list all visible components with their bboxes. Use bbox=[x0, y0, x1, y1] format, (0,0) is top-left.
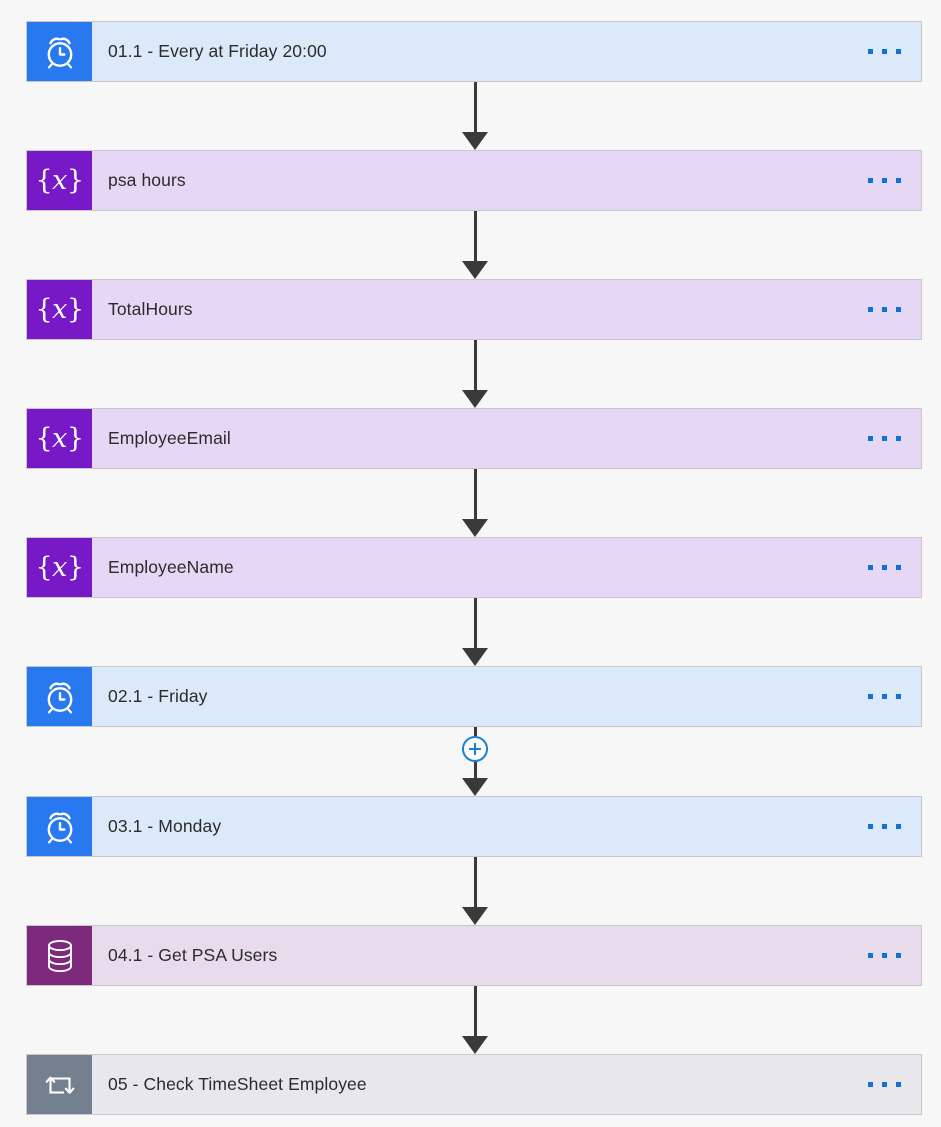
arrow-head-icon bbox=[462, 132, 488, 150]
more-options-icon[interactable] bbox=[858, 430, 903, 447]
flow-step-title: 01.1 - Every at Friday 20:00 bbox=[108, 41, 327, 61]
flow-step-body: 02.1 - Friday bbox=[92, 667, 921, 726]
connector-line bbox=[473, 986, 477, 1037]
flow-step-card[interactable]: {x} EmployeeName bbox=[26, 537, 922, 598]
more-options-icon[interactable] bbox=[858, 688, 903, 705]
flow-step-body: EmployeeEmail bbox=[92, 409, 921, 468]
flow-step-title: 02.1 - Friday bbox=[108, 686, 208, 706]
more-options-icon[interactable] bbox=[858, 172, 903, 189]
loop-repeat-icon bbox=[27, 1055, 92, 1114]
arrow-head-icon bbox=[462, 907, 488, 925]
flow-step-card[interactable]: 02.1 - Friday bbox=[26, 666, 922, 727]
connector-arrow bbox=[459, 211, 491, 279]
alarm-clock-icon bbox=[27, 667, 92, 726]
flow-step-body: 05 - Check TimeSheet Employee bbox=[92, 1055, 921, 1114]
connector-arrow bbox=[459, 469, 491, 537]
arrow-head-icon bbox=[462, 261, 488, 279]
arrow-head-icon bbox=[462, 1036, 488, 1054]
variable-braces-icon: {x} bbox=[27, 538, 92, 597]
more-options-icon[interactable] bbox=[858, 947, 903, 964]
flow-step-title: 03.1 - Monday bbox=[108, 816, 222, 836]
flow-step-card[interactable]: {x} EmployeeEmail bbox=[26, 408, 922, 469]
flow-step-body: 04.1 - Get PSA Users bbox=[92, 926, 921, 985]
alarm-clock-icon bbox=[27, 797, 92, 856]
more-options-icon[interactable] bbox=[858, 559, 903, 576]
connector-line bbox=[473, 211, 477, 262]
connector-arrow bbox=[459, 340, 491, 408]
connector-arrow bbox=[459, 857, 491, 925]
alarm-clock-icon bbox=[27, 22, 92, 81]
arrow-head-icon bbox=[462, 778, 488, 796]
arrow-head-icon bbox=[462, 648, 488, 666]
variable-braces-icon: {x} bbox=[27, 409, 92, 468]
more-options-icon[interactable] bbox=[858, 301, 903, 318]
flow-step-title: TotalHours bbox=[108, 299, 193, 319]
flow-step-body: 03.1 - Monday bbox=[92, 797, 921, 856]
flow-step-card[interactable]: {x} TotalHours bbox=[26, 279, 922, 340]
connector-line bbox=[473, 857, 477, 908]
connector-arrow bbox=[459, 82, 491, 150]
flow-step-card[interactable]: {x} psa hours bbox=[26, 150, 922, 211]
flow-step-title: psa hours bbox=[108, 170, 186, 190]
variable-braces-icon: {x} bbox=[27, 280, 92, 339]
connector-arrow bbox=[459, 986, 491, 1054]
insert-step-button[interactable] bbox=[462, 736, 488, 762]
flow-step-title: EmployeeEmail bbox=[108, 428, 231, 448]
more-options-icon[interactable] bbox=[858, 818, 903, 835]
connector-line bbox=[473, 598, 477, 649]
database-icon bbox=[27, 926, 92, 985]
variable-braces-icon: {x} bbox=[27, 151, 92, 210]
flow-step-card[interactable]: 03.1 - Monday bbox=[26, 796, 922, 857]
connector-line bbox=[473, 340, 477, 391]
arrow-head-icon bbox=[462, 390, 488, 408]
connector-line bbox=[473, 469, 477, 520]
flow-step-body: TotalHours bbox=[92, 280, 921, 339]
flow-step-card[interactable]: 05 - Check TimeSheet Employee bbox=[26, 1054, 922, 1115]
flow-step-title: 04.1 - Get PSA Users bbox=[108, 945, 278, 965]
flow-step-body: EmployeeName bbox=[92, 538, 921, 597]
arrow-head-icon bbox=[462, 519, 488, 537]
flow-step-card[interactable]: 04.1 - Get PSA Users bbox=[26, 925, 922, 986]
more-options-icon[interactable] bbox=[858, 1076, 903, 1093]
connector-arrow bbox=[459, 598, 491, 666]
connector-with-insert-button bbox=[459, 727, 491, 796]
more-options-icon[interactable] bbox=[858, 43, 903, 60]
flow-step-body: 01.1 - Every at Friday 20:00 bbox=[92, 22, 921, 81]
flow-step-title: EmployeeName bbox=[108, 557, 234, 577]
connector-line bbox=[473, 762, 477, 779]
flow-step-card[interactable]: 01.1 - Every at Friday 20:00 bbox=[26, 21, 922, 82]
flow-step-title: 05 - Check TimeSheet Employee bbox=[108, 1074, 367, 1094]
connector-line bbox=[473, 82, 477, 133]
connector-line bbox=[473, 727, 477, 736]
flow-step-body: psa hours bbox=[92, 151, 921, 210]
